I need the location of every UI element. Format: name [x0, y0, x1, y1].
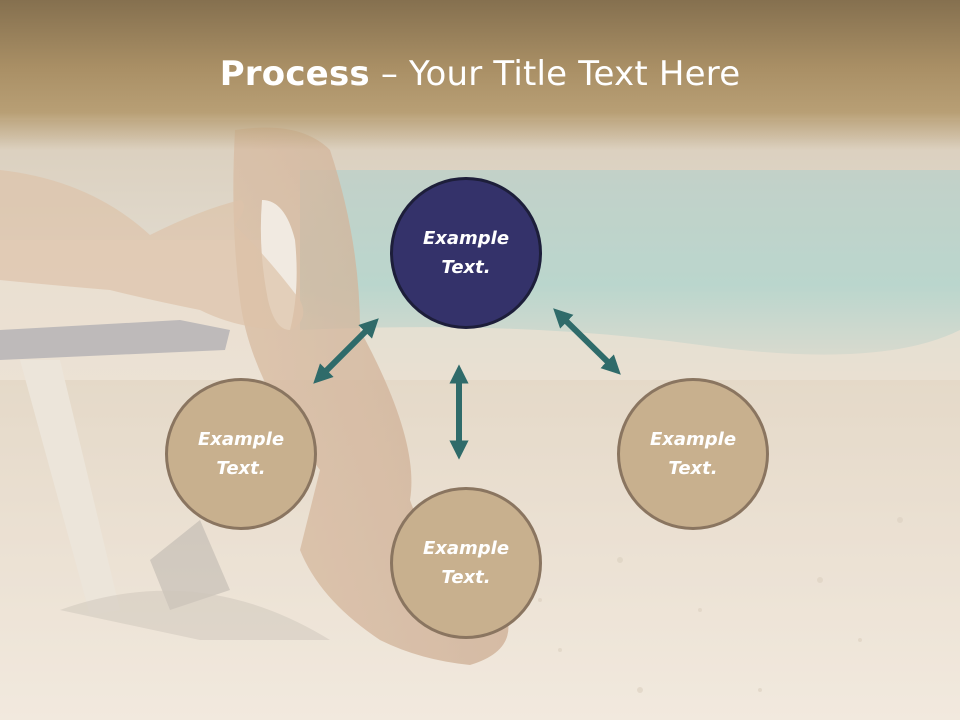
process-node-left: Example Text. [165, 378, 317, 530]
node-label: Example Text. [197, 429, 285, 479]
title-bold-part: Process [219, 54, 370, 94]
process-node-top: Example Text. [390, 177, 542, 329]
title-rest-part: – Your Title Text Here [369, 54, 741, 94]
slide-title: Process – Your Title Text Here [0, 54, 960, 94]
process-node-bottom: Example Text. [390, 487, 542, 639]
title-band [0, 0, 960, 150]
node-label: Example Text. [649, 429, 737, 479]
node-label: Example Text. [422, 228, 510, 278]
node-label: Example Text. [422, 538, 510, 588]
process-node-right: Example Text. [617, 378, 769, 530]
